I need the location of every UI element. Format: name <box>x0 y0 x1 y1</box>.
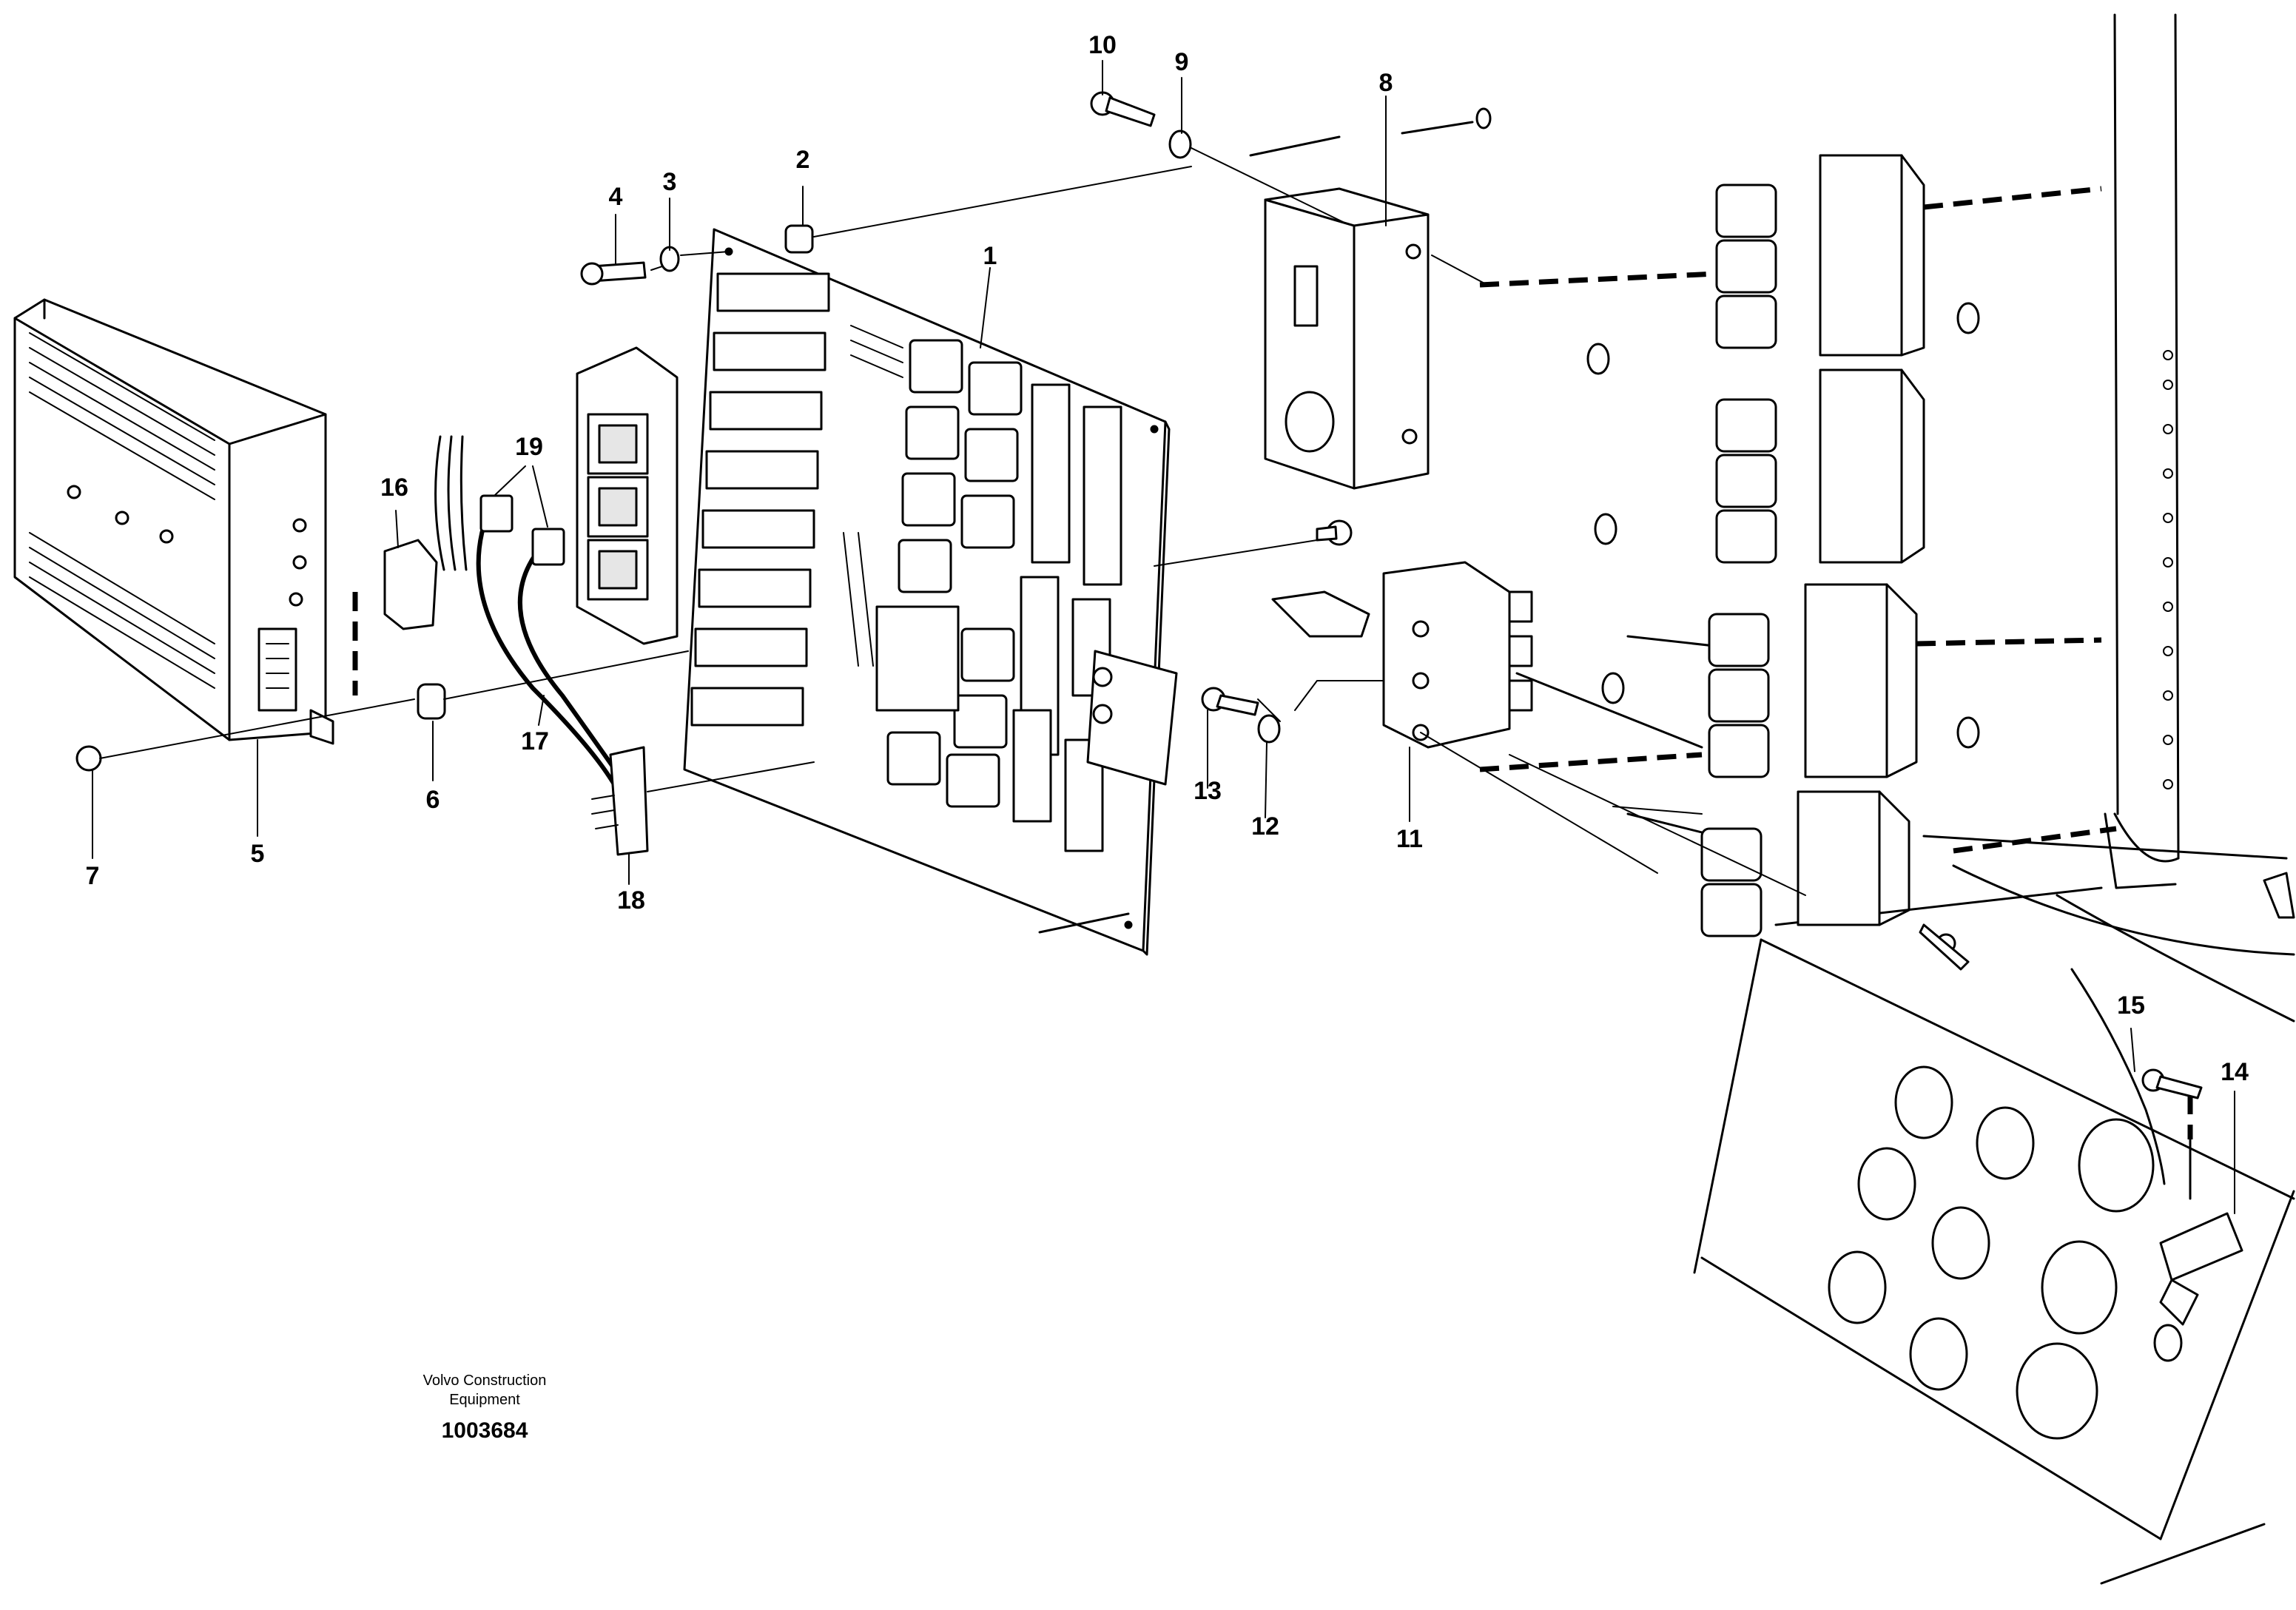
drawing-caption: Volvo Construction Equipment 1003684 <box>423 1372 547 1443</box>
bracket-plate <box>1249 107 1492 490</box>
callout-19: 19 <box>515 433 543 461</box>
callout-5: 5 <box>251 840 265 868</box>
callout-12: 12 <box>1251 812 1279 841</box>
fasteners <box>75 91 2203 1099</box>
callout-17: 17 <box>521 727 549 755</box>
callout-4: 4 <box>609 183 623 211</box>
company-name-line2: Equipment <box>449 1392 520 1408</box>
relay-column-1 <box>1715 154 1925 357</box>
leader-lines <box>92 60 2235 1214</box>
relay-column-4 <box>1700 790 1910 937</box>
connector-16 <box>352 435 468 695</box>
callout-labels: 1 2 3 4 5 6 7 8 9 10 11 12 13 14 15 16 1… <box>86 31 2249 1086</box>
console-gauge-holes <box>1828 1065 2183 1440</box>
callout-18: 18 <box>617 886 645 915</box>
cabinet-structure <box>1515 13 2295 1585</box>
callout-13: 13 <box>1194 777 1222 805</box>
callout-10: 10 <box>1088 31 1117 59</box>
callout-7: 7 <box>86 862 100 890</box>
post-holes <box>2163 350 2173 789</box>
relay-holder-frame <box>576 346 679 645</box>
board-relays <box>875 339 1023 808</box>
control-unit <box>13 298 334 745</box>
relay-group <box>1479 154 2117 937</box>
relay-column-2 <box>1715 368 1925 564</box>
company-name-line1: Volvo Construction <box>423 1372 547 1389</box>
callout-8: 8 <box>1379 69 1393 97</box>
board-fuse-blocks-right <box>1012 383 1178 852</box>
callout-2: 2 <box>796 146 810 174</box>
callout-11: 11 <box>1396 825 1423 853</box>
callout-14: 14 <box>2221 1058 2249 1086</box>
circuit-board <box>683 228 1178 956</box>
relay-column-3 <box>1708 583 1918 778</box>
relay-clip <box>2070 872 2295 1326</box>
callout-16: 16 <box>380 474 408 502</box>
callout-15: 15 <box>2117 991 2145 1020</box>
callout-1: 1 <box>983 242 997 270</box>
callout-3: 3 <box>663 168 677 196</box>
drawing-number: 1003684 <box>442 1418 528 1443</box>
terminal-block <box>1271 561 1533 749</box>
callout-9: 9 <box>1175 48 1189 76</box>
assembly-lines <box>99 147 1806 896</box>
callout-6: 6 <box>426 786 440 814</box>
board-fuse-row-left <box>690 272 830 727</box>
panel-holes <box>1586 302 1980 749</box>
